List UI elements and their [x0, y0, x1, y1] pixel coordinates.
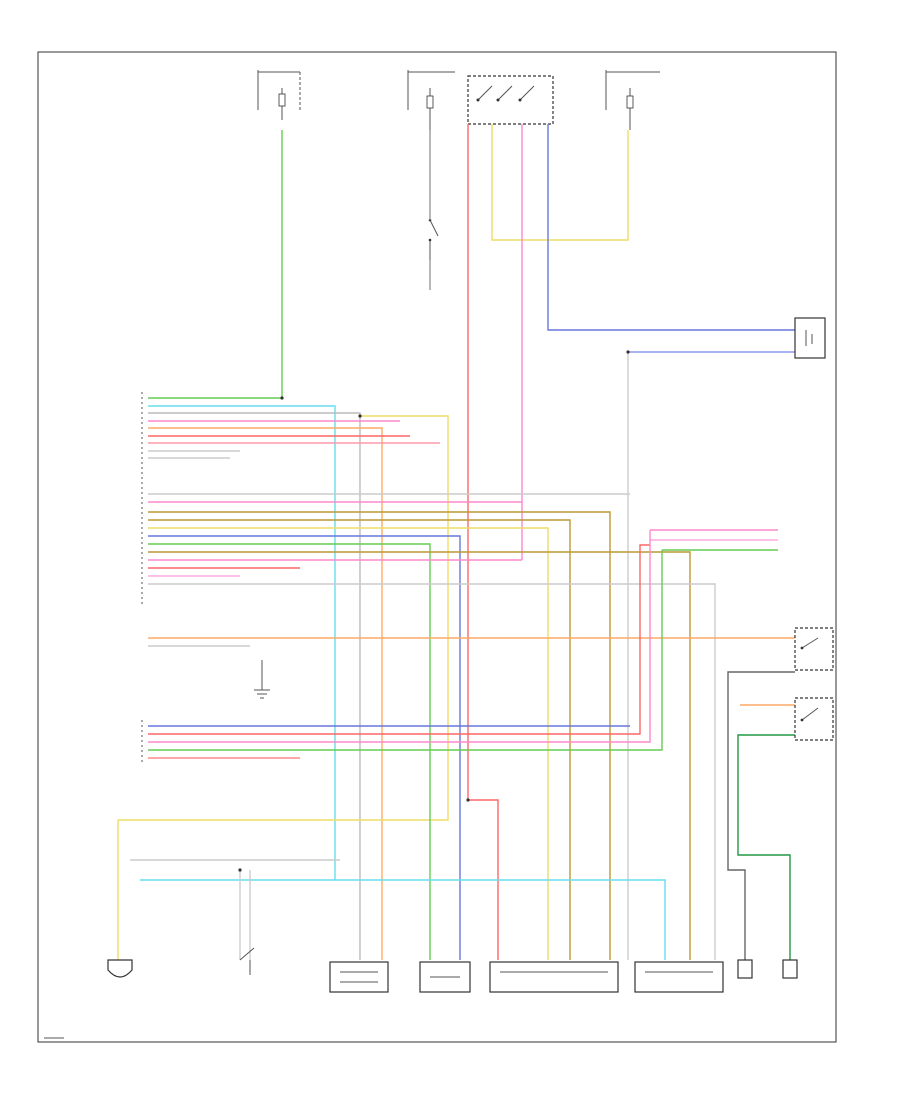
wire-green-dark — [737, 734, 795, 960]
fuse-icon — [278, 93, 286, 107]
wire-red-long — [467, 124, 499, 960]
splice-dot-icon — [238, 350, 630, 872]
hot-in-run-fuse-block — [407, 70, 455, 130]
wire-green-2 — [148, 543, 431, 960]
transmission-range-switch — [467, 75, 554, 125]
ground-icon — [254, 660, 270, 699]
wire-blue-2 — [148, 535, 461, 960]
throttle-position-sensor — [329, 961, 389, 993]
wire-olive-2 — [148, 519, 571, 960]
wire-yellow-loop — [491, 124, 629, 241]
wire-cyan-1 — [148, 405, 336, 880]
indicator-connector — [794, 317, 826, 359]
wire-gray-1 — [148, 412, 361, 960]
diagram-frame — [37, 51, 837, 1043]
vehicle-speed-sensor — [419, 961, 471, 993]
wire-yellow-2 — [148, 527, 549, 960]
wire-red-lower — [148, 544, 650, 735]
pressure-control-sensor — [634, 961, 724, 993]
wire-olive-3 — [148, 551, 691, 960]
transmission-solenoid-assembly — [489, 961, 619, 993]
fuse-icon — [626, 95, 634, 109]
switch-icon — [239, 947, 255, 975]
wire-cyan-bottom — [140, 879, 666, 960]
wire-orange-1 — [148, 427, 383, 960]
sensor-icon — [107, 959, 133, 978]
hot-in-start-fuse-block — [605, 70, 660, 130]
wire-green-lower — [148, 550, 663, 751]
fuse-icon — [426, 95, 434, 109]
wire-pink-lower — [148, 530, 651, 743]
wire-gray-5 — [148, 583, 716, 960]
overdrive-switch — [794, 627, 834, 671]
wire-green-power — [148, 130, 283, 399]
wire-black-right — [727, 671, 795, 960]
wire-olive-1 — [148, 511, 611, 960]
wire-blue-indicator — [547, 124, 795, 331]
brake-switch — [428, 218, 439, 260]
hot-at-all-times-fuse-block — [257, 70, 301, 120]
lamp-connectors — [737, 959, 798, 979]
brake-switch-lower — [794, 697, 834, 741]
wire-yellow-top — [117, 415, 449, 960]
